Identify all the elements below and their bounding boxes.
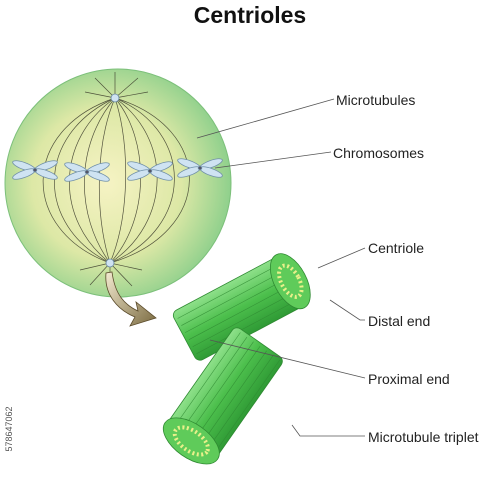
centriole-lower (162, 327, 283, 465)
centriole-upper (172, 253, 311, 361)
chromosomes (12, 158, 223, 182)
diagram-title: Centrioles (193, 2, 307, 28)
label-proximal-end: Proximal end (368, 371, 450, 387)
cell (4, 68, 232, 298)
label-centriole: Centriole (368, 240, 425, 256)
leader-microtubules (196, 98, 335, 139)
leader-chromosomes (214, 151, 332, 169)
zoom-arrow (105, 271, 157, 327)
leader-lines (196, 98, 366, 437)
label-microtubules: Microtubules (336, 92, 416, 108)
label-microtubule-triplet: Microtubule triplet (368, 429, 479, 445)
leader-microtubule-triplet (291, 424, 365, 437)
centrosome-bottom (105, 258, 115, 268)
stock-id-watermark: 578647062 (0, 378, 14, 488)
centriole-pair (162, 253, 311, 465)
label-distal-end: Distal end (368, 313, 431, 329)
label-chromosomes: Chromosomes (333, 145, 425, 161)
leader-centriole (317, 247, 366, 269)
stock-id-text: 578647062 (4, 406, 14, 452)
leader-proximal-end (209, 339, 366, 379)
leader-distal-end (329, 299, 365, 321)
centrosome-top (110, 93, 120, 103)
